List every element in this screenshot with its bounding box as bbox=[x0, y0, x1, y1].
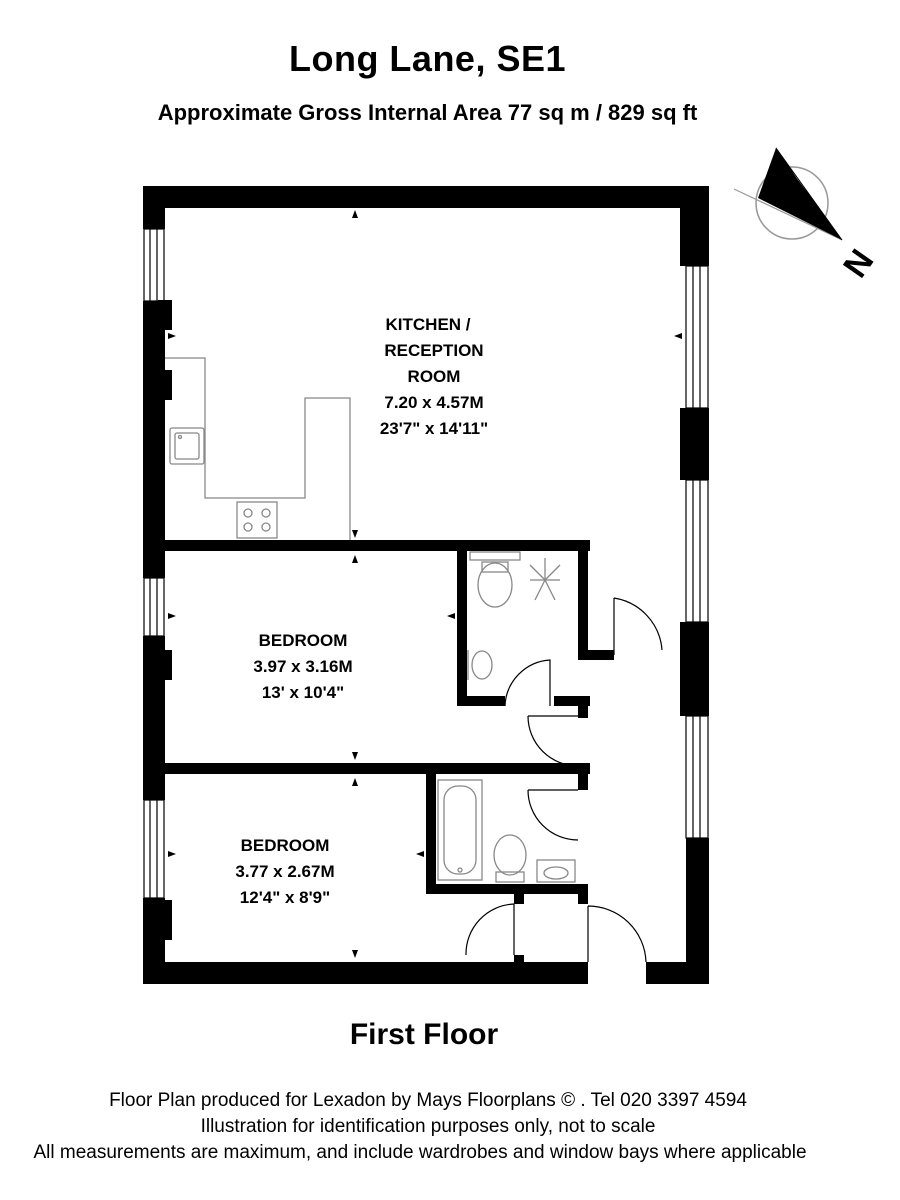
bedroom1-imperial: 13' x 10'4" bbox=[262, 683, 344, 702]
bedroom2-door bbox=[465, 903, 515, 956]
entrance-door-1 bbox=[613, 597, 663, 655]
bath-icon bbox=[437, 779, 483, 881]
kitchen-units bbox=[165, 357, 351, 540]
dimension-markers bbox=[168, 210, 682, 958]
kitchen-imperial: 23'7" x 14'11" bbox=[380, 419, 488, 438]
internal-walls bbox=[160, 540, 690, 965]
footer-disclaimer: Illustration for identification purposes… bbox=[200, 1116, 656, 1137]
bedroom1-name: BEDROOM bbox=[259, 631, 348, 650]
kitchen-name-line1: KITCHEN / bbox=[386, 315, 471, 334]
hob-icon bbox=[236, 501, 278, 539]
shower-room-door bbox=[504, 659, 551, 707]
bedroom1-metric: 3.97 x 3.16M bbox=[253, 657, 352, 676]
kitchen-metric: 7.20 x 4.57M bbox=[384, 393, 483, 412]
floor-label: First Floor bbox=[349, 1018, 499, 1051]
bedroom2-metric: 3.77 x 2.67M bbox=[235, 862, 334, 881]
toilet-icon bbox=[493, 834, 527, 876]
bedroom2-imperial: 12'4" x 8'9" bbox=[240, 888, 330, 907]
outer-walls bbox=[143, 186, 709, 984]
room-bedroom-2: BEDROOM 3.77 x 2.67M 12'4" x 8'9" bbox=[235, 836, 334, 907]
footer-measurements-note: All measurements are maximum, and includ… bbox=[33, 1142, 807, 1163]
page-title: Long Lane, SE1 bbox=[288, 38, 567, 79]
toilet-icon bbox=[477, 562, 513, 608]
room-kitchen-reception: KITCHEN / RECEPTION ROOM 7.20 x 4.57M 23… bbox=[380, 315, 488, 438]
bathroom-door bbox=[527, 789, 579, 841]
windows bbox=[143, 228, 709, 899]
north-label: N bbox=[836, 243, 881, 285]
north-arrow-icon: N bbox=[733, 147, 881, 285]
basin-icon bbox=[471, 650, 493, 680]
footer-credit: Floor Plan produced for Lexadon by Mays … bbox=[109, 1090, 747, 1111]
door-swings bbox=[465, 597, 663, 963]
bathroom-fixtures bbox=[437, 779, 576, 883]
bedroom1-door bbox=[527, 715, 579, 767]
kitchen-name-line2: RECEPTION bbox=[384, 341, 483, 360]
area-subtitle: Approximate Gross Internal Area 77 sq m … bbox=[157, 100, 698, 125]
kitchen-name-line3: ROOM bbox=[408, 367, 461, 386]
room-bedroom-1: BEDROOM 3.97 x 3.16M 13' x 10'4" bbox=[253, 631, 352, 702]
front-door bbox=[587, 905, 647, 963]
basin-icon bbox=[536, 859, 576, 883]
toilet-cistern-icon bbox=[469, 551, 521, 561]
shower-icon bbox=[529, 558, 561, 601]
shower-room-fixtures bbox=[467, 551, 561, 680]
sink-icon bbox=[169, 427, 205, 465]
bedroom2-name: BEDROOM bbox=[241, 836, 330, 855]
